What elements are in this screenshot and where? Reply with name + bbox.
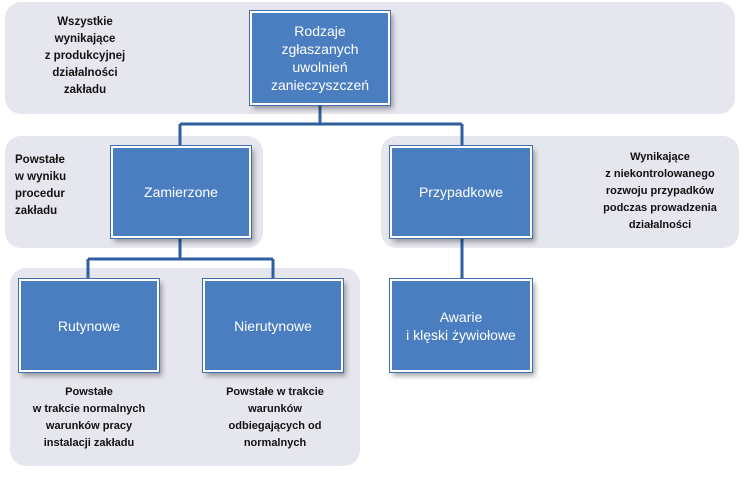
intended-box-label: Zamierzone [144,184,218,200]
intended-box: Zamierzone [111,146,251,238]
intended-note: Powstałe w wyniku procedur zakładu [15,154,67,217]
failures-box: Awarie i klęski żywiołowe [390,279,532,372]
routine-note: Powstałe w trakcie normalnych warunków p… [32,386,146,449]
accidental-box: Przypadkowe [390,146,532,238]
accidental-note: Wynikające z niekontrolowanego rozwoju p… [603,151,717,231]
nonroutine-note: Powstałe w trakcie warunków odbiegającyc… [226,386,324,449]
root-box: Rodzaje zgłaszanych uwolnień zanieczyszc… [250,11,390,105]
nonroutine-box-label: Nierutynowe [234,317,312,334]
failures-box-label: Awarie i klęski żywiołowe [406,308,516,343]
nonroutine-box: Nierutynowe [203,279,343,372]
routine-box-label: Rutynowe [57,317,121,334]
routine-box: Rutynowe [19,279,159,372]
root-note: Wszystkie wynikające z produkcyjnej dzia… [44,16,126,96]
root-box-label: Rodzaje zgłaszanych uwolnień zanieczyszc… [270,23,370,93]
accidental-box-label: Przypadkowe [418,184,504,200]
